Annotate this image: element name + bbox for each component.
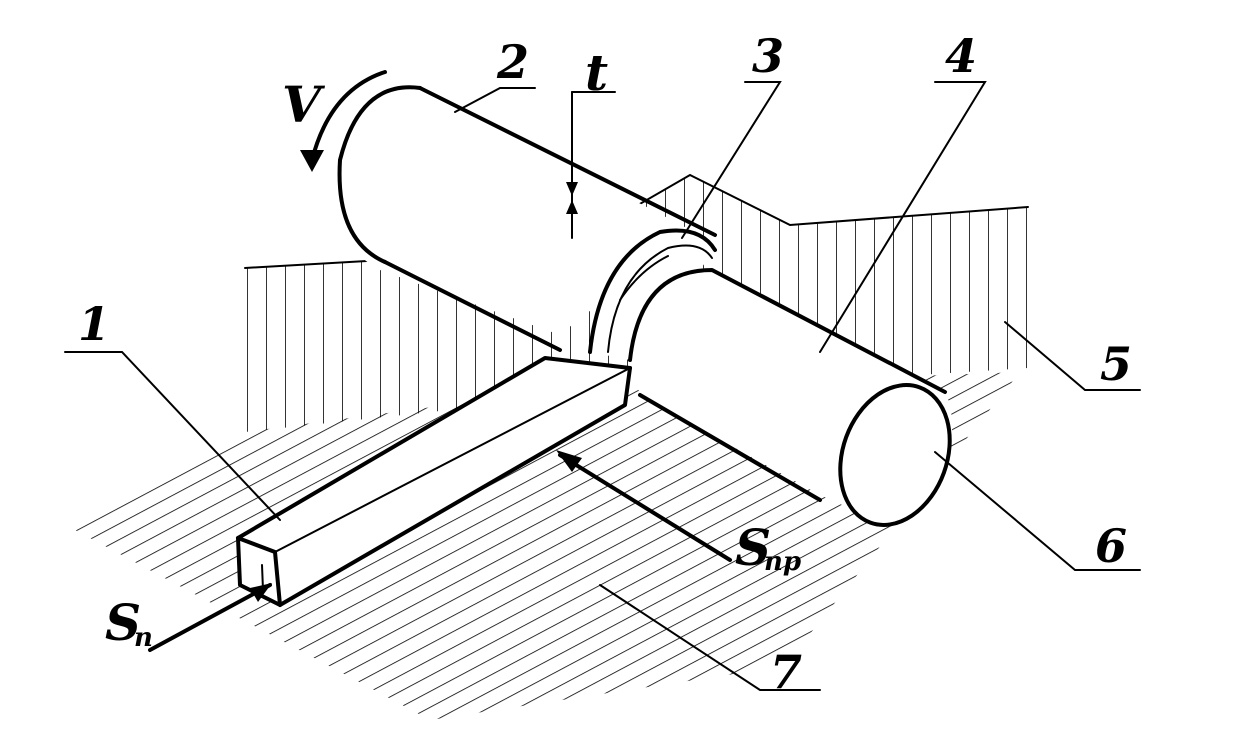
depth-of-cut-indicator: [566, 91, 616, 239]
label-feed-cross: S: [105, 593, 141, 652]
label-part-5: 5: [1100, 337, 1132, 391]
label-part-4: 4: [945, 29, 977, 83]
label-part-3: 3: [752, 29, 784, 83]
rotation-arrow-icon: [300, 70, 387, 172]
leader-lines: [64, 81, 1141, 691]
label-feed-long-sub: пр: [764, 547, 801, 577]
label-speed-v: V: [282, 75, 326, 134]
workpiece-end-face-6: [838, 383, 952, 527]
label-part-1: 1: [78, 297, 110, 351]
workpiece-4: [628, 268, 953, 527]
feed-cross-arrow-icon: [148, 583, 272, 652]
label-part-6: 6: [1095, 519, 1127, 573]
label-feed-long: S: [735, 518, 771, 577]
grinding-wheel-2: [329, 85, 717, 352]
feed-long-arrow-icon: [556, 450, 732, 562]
label-feed-cross-sub: п: [134, 623, 153, 653]
label-part-7: 7: [770, 645, 802, 699]
label-depth-t: t: [585, 43, 608, 102]
work-rest-1: [236, 356, 632, 607]
label-part-2: 2: [496, 35, 529, 89]
